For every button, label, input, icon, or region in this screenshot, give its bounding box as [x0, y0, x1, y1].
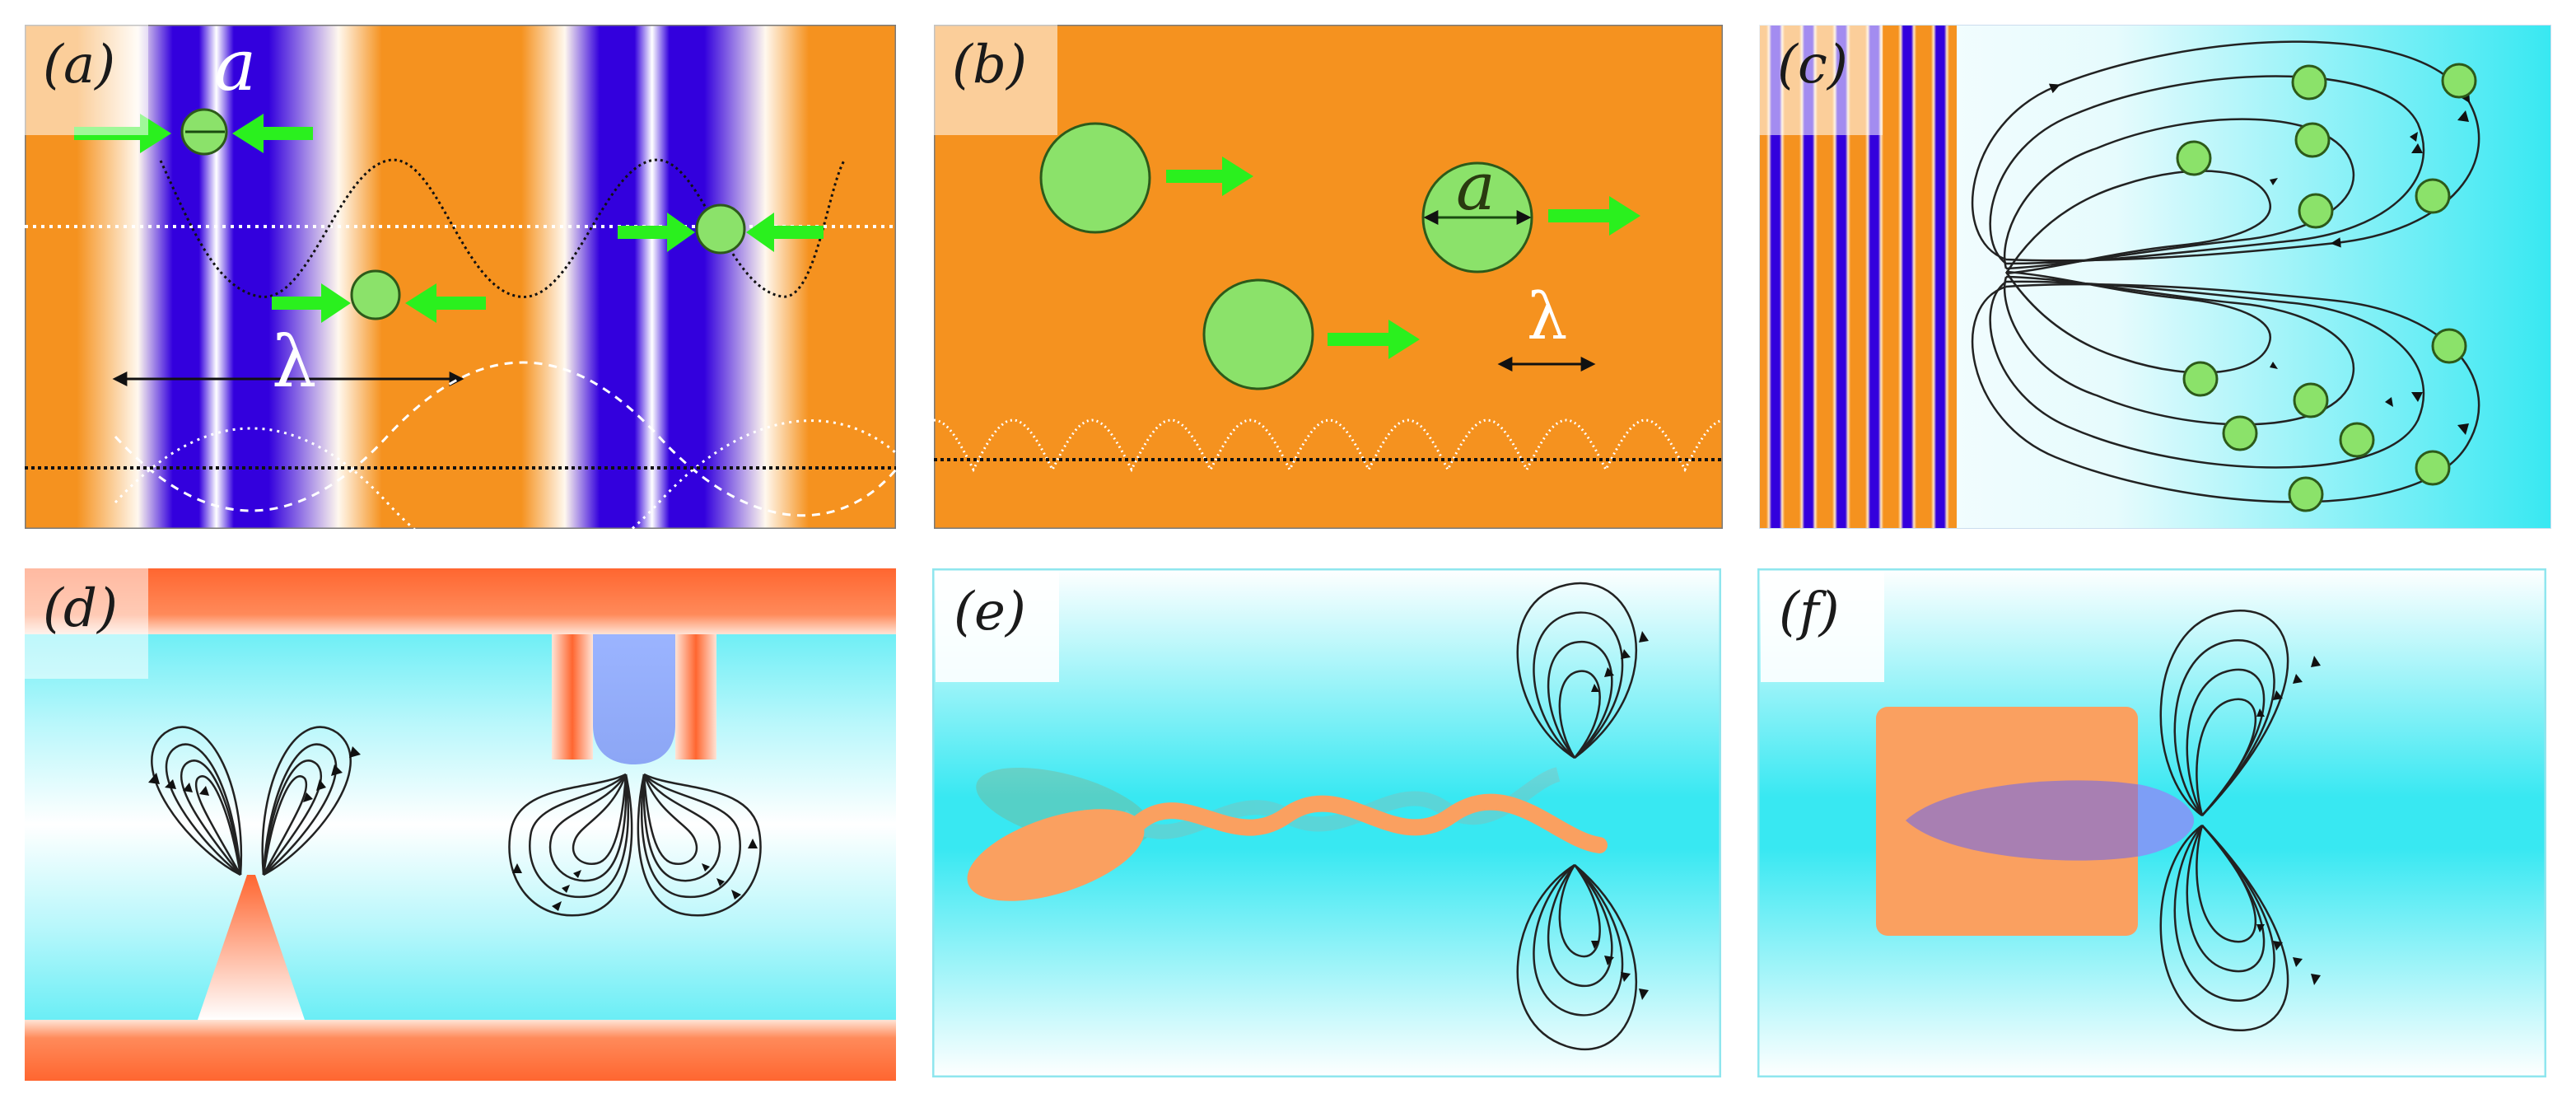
panel-e-label: (e) [954, 582, 1026, 643]
trapped-bubble [593, 634, 675, 764]
wavelength-symbol-a: λ [272, 321, 317, 404]
wavelength-symbol-b: λ [1527, 280, 1568, 354]
wave-profile [934, 418, 1722, 473]
bubble-tip [2138, 784, 2194, 857]
potential-curve [159, 158, 846, 298]
flow-direction-markers [1591, 631, 1649, 1000]
panel-f-label-box: (f) [1761, 572, 1884, 682]
panel-e-label-box: (e) [936, 572, 1059, 682]
sharp-edge [198, 875, 305, 1020]
panel-a: a λ (a) [25, 25, 896, 529]
particle-2 [1202, 278, 1314, 390]
envelope-a [114, 361, 896, 517]
standing-wave-field [25, 25, 896, 529]
panel-f: (f) [1757, 568, 2546, 1077]
panel-d-graphic [25, 568, 896, 1081]
panel-e-graphic [932, 568, 1721, 1077]
panel-b-graphic [934, 25, 1723, 529]
panel-a-label-box: (a) [25, 25, 148, 135]
panel-c-label-box: (c) [1759, 25, 1883, 135]
bubble-inside [1906, 780, 2194, 861]
panel-d-label: (d) [43, 578, 118, 639]
bottom-wall [25, 1020, 896, 1081]
propulsion-arrows [1166, 157, 1640, 359]
panel-b-label: (b) [952, 35, 1027, 96]
flow-direction-markers [2256, 656, 2321, 985]
panel-b-label-box: (b) [934, 25, 1057, 135]
panel-b: a λ (b) [934, 25, 1723, 529]
panel-a-graphic [25, 25, 896, 529]
cavity-wall-right [675, 634, 716, 759]
streamlines-lower [1516, 863, 1638, 1051]
panel-c-label: (c) [1777, 35, 1848, 96]
panel-f-label: (f) [1779, 582, 1840, 643]
traveling-wave-field [934, 25, 1723, 529]
panel-c: (c) [1759, 25, 2551, 529]
helical-swimmer [967, 793, 1608, 901]
edge-streamlines [151, 726, 352, 876]
diameter-symbol-b: a [1456, 148, 1496, 225]
streamlines-upper [1516, 582, 1638, 759]
particle-3 [695, 203, 746, 255]
bubble-streamlines [508, 773, 762, 917]
channel-fluid [25, 568, 896, 1081]
cavity-wall-left [552, 634, 593, 759]
streamlines-upper [2159, 609, 2289, 817]
panel-a-label: (a) [43, 35, 116, 96]
streamlines-lower [1972, 270, 2480, 503]
diameter-symbol-a: a [214, 25, 257, 107]
panel-e: (e) [932, 568, 1721, 1077]
panel-d: (d) [25, 568, 896, 1081]
panel-f-graphic [1757, 568, 2546, 1077]
panel-c-graphic [1759, 25, 2551, 529]
panel-d-label-box: (d) [25, 568, 148, 679]
particles [2176, 63, 2477, 512]
envelope-b [114, 419, 896, 529]
particle-2 [350, 269, 401, 320]
top-wall [25, 568, 896, 634]
particle-1 [1039, 122, 1151, 234]
flow-direction-markers [148, 746, 758, 911]
streamlines-lower [2159, 824, 2289, 1032]
